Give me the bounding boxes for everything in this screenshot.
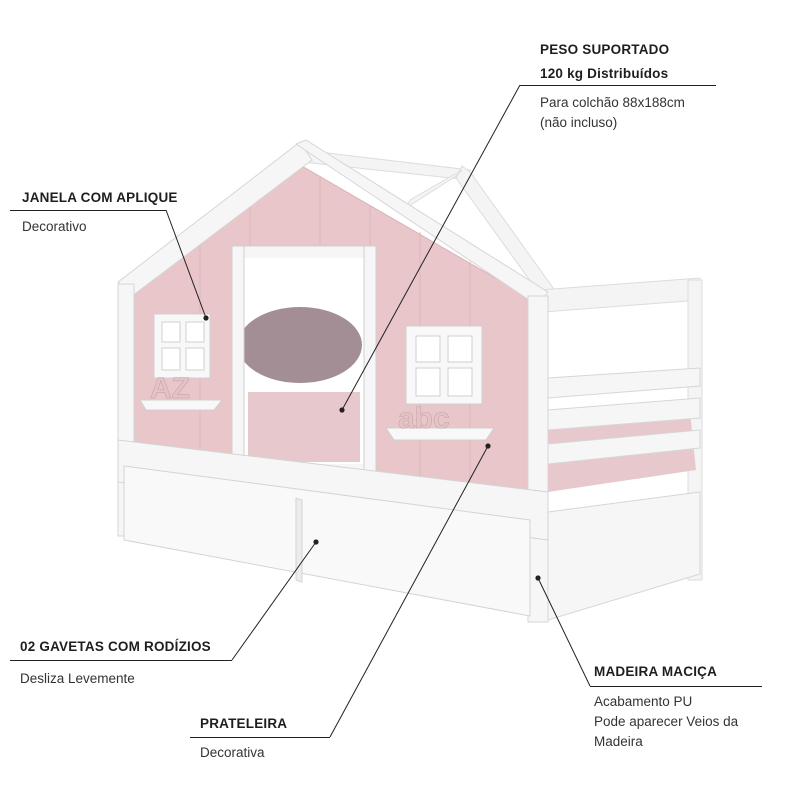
- right-window: [385, 325, 495, 441]
- gavetas-sub: Desliza Levemente: [20, 671, 135, 686]
- peso-line2: (não incluso): [540, 115, 618, 130]
- letters-abc: abc: [398, 402, 450, 435]
- callout-dots: [203, 315, 541, 581]
- madeira-line3: Madeira: [594, 734, 643, 749]
- peso-title: PESO SUPORTADO: [540, 42, 670, 57]
- rear-roof-frame: [301, 149, 703, 581]
- prateleira-title: PRATELEIRA: [200, 716, 288, 731]
- peso-capacity: 120 kg Distribuídos: [540, 66, 669, 81]
- madeira-title: MADEIRA MACIÇA: [594, 664, 718, 679]
- madeira-line2: Pode aparecer Veios da: [594, 714, 739, 729]
- peso-rule: [520, 85, 716, 86]
- letters-az: AZ: [150, 372, 190, 405]
- madeira-rule: [590, 686, 762, 687]
- gavetas-rule: [10, 660, 232, 661]
- prateleira-rule: [190, 737, 330, 738]
- madeira-line1: Acabamento PU: [594, 694, 693, 709]
- peso-line1: Para colchão 88x188cm: [540, 95, 685, 110]
- janela-title: JANELA COM APLIQUE: [22, 190, 178, 205]
- janela-rule: [10, 210, 166, 211]
- left-window: [139, 313, 224, 411]
- prateleira-sub: Decorativa: [200, 745, 265, 760]
- side-rails: [547, 367, 701, 621]
- janela-sub: Decorativo: [22, 219, 87, 234]
- door-opening: [231, 245, 377, 473]
- bed-base: [117, 439, 549, 617]
- callout-lines: [165, 84, 591, 738]
- gavetas-title: 02 GAVETAS COM RODÍZIOS: [20, 639, 211, 654]
